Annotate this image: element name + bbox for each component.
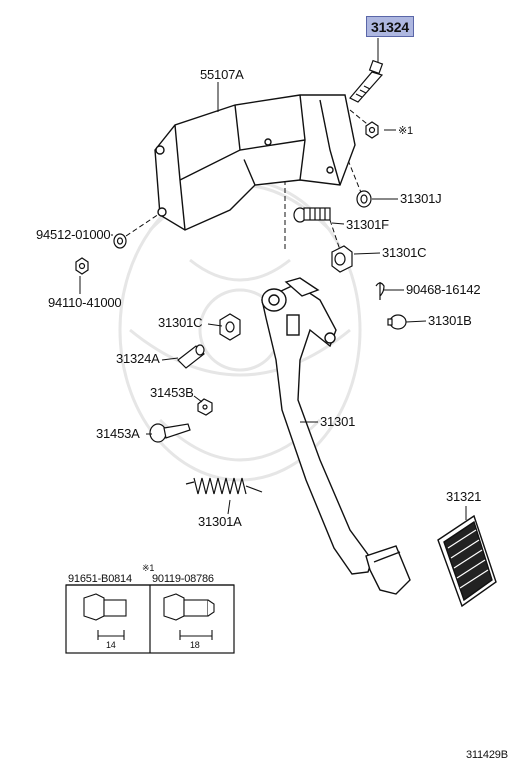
part-label-31301[interactable]: 31301 <box>320 414 356 429</box>
bushing-31301C-left <box>219 313 241 341</box>
detail-bolt-left <box>83 593 127 640</box>
part-label-31453A[interactable]: 31453A <box>96 426 140 441</box>
part-label-31301C-right[interactable]: 31301C <box>382 245 427 260</box>
nut-note1 <box>365 121 379 139</box>
stopper-31301B <box>387 314 407 330</box>
bolt-31324 <box>349 59 384 103</box>
part-label-31453B[interactable]: 31453B <box>150 385 194 400</box>
detail-note-mark: ※1 <box>142 563 155 573</box>
spring-31301A <box>185 477 263 495</box>
part-label-31324A[interactable]: 31324A <box>116 351 160 366</box>
pin-31324A <box>177 344 205 369</box>
detail-dim-right: 18 <box>190 640 200 650</box>
part-label-90468[interactable]: 90468-16142 <box>406 282 481 297</box>
pedal-bracket <box>154 94 356 231</box>
collar-31301J <box>356 190 372 208</box>
part-label-31321[interactable]: 31321 <box>446 489 482 504</box>
detail-part-right[interactable]: 90119-08786 <box>152 573 214 585</box>
detail-bolt-right <box>163 593 215 640</box>
part-label-55107A[interactable]: 55107A <box>200 67 244 82</box>
part-label-94512[interactable]: 94512-01000 <box>36 227 111 242</box>
part-label-31301B[interactable]: 31301B <box>428 313 472 328</box>
pedal-arm-31301 <box>261 277 411 595</box>
part-label-31301C-left[interactable]: 31301C <box>158 315 203 330</box>
note-mark-label: ※1 <box>398 125 413 137</box>
pedal-pad-31321 <box>437 514 497 608</box>
diagram-code: 311429B <box>466 749 508 761</box>
part-label-31301A[interactable]: 31301A <box>198 514 242 529</box>
nut-31453B <box>197 398 213 416</box>
part-label-31301J[interactable]: 31301J <box>400 191 442 206</box>
part-label-31324[interactable]: 31324 <box>366 16 414 37</box>
part-label-31301F[interactable]: 31301F <box>346 217 389 232</box>
bolt-31301F <box>293 207 331 223</box>
part-label-94110[interactable]: 94110-41000 <box>48 295 122 310</box>
bushing-31301C-right <box>331 245 353 273</box>
clip-90468 <box>375 282 385 300</box>
detail-dim-left: 14 <box>106 640 116 650</box>
detail-part-left[interactable]: 91651-B0814 <box>68 573 132 585</box>
bolt-31453A <box>149 423 191 443</box>
